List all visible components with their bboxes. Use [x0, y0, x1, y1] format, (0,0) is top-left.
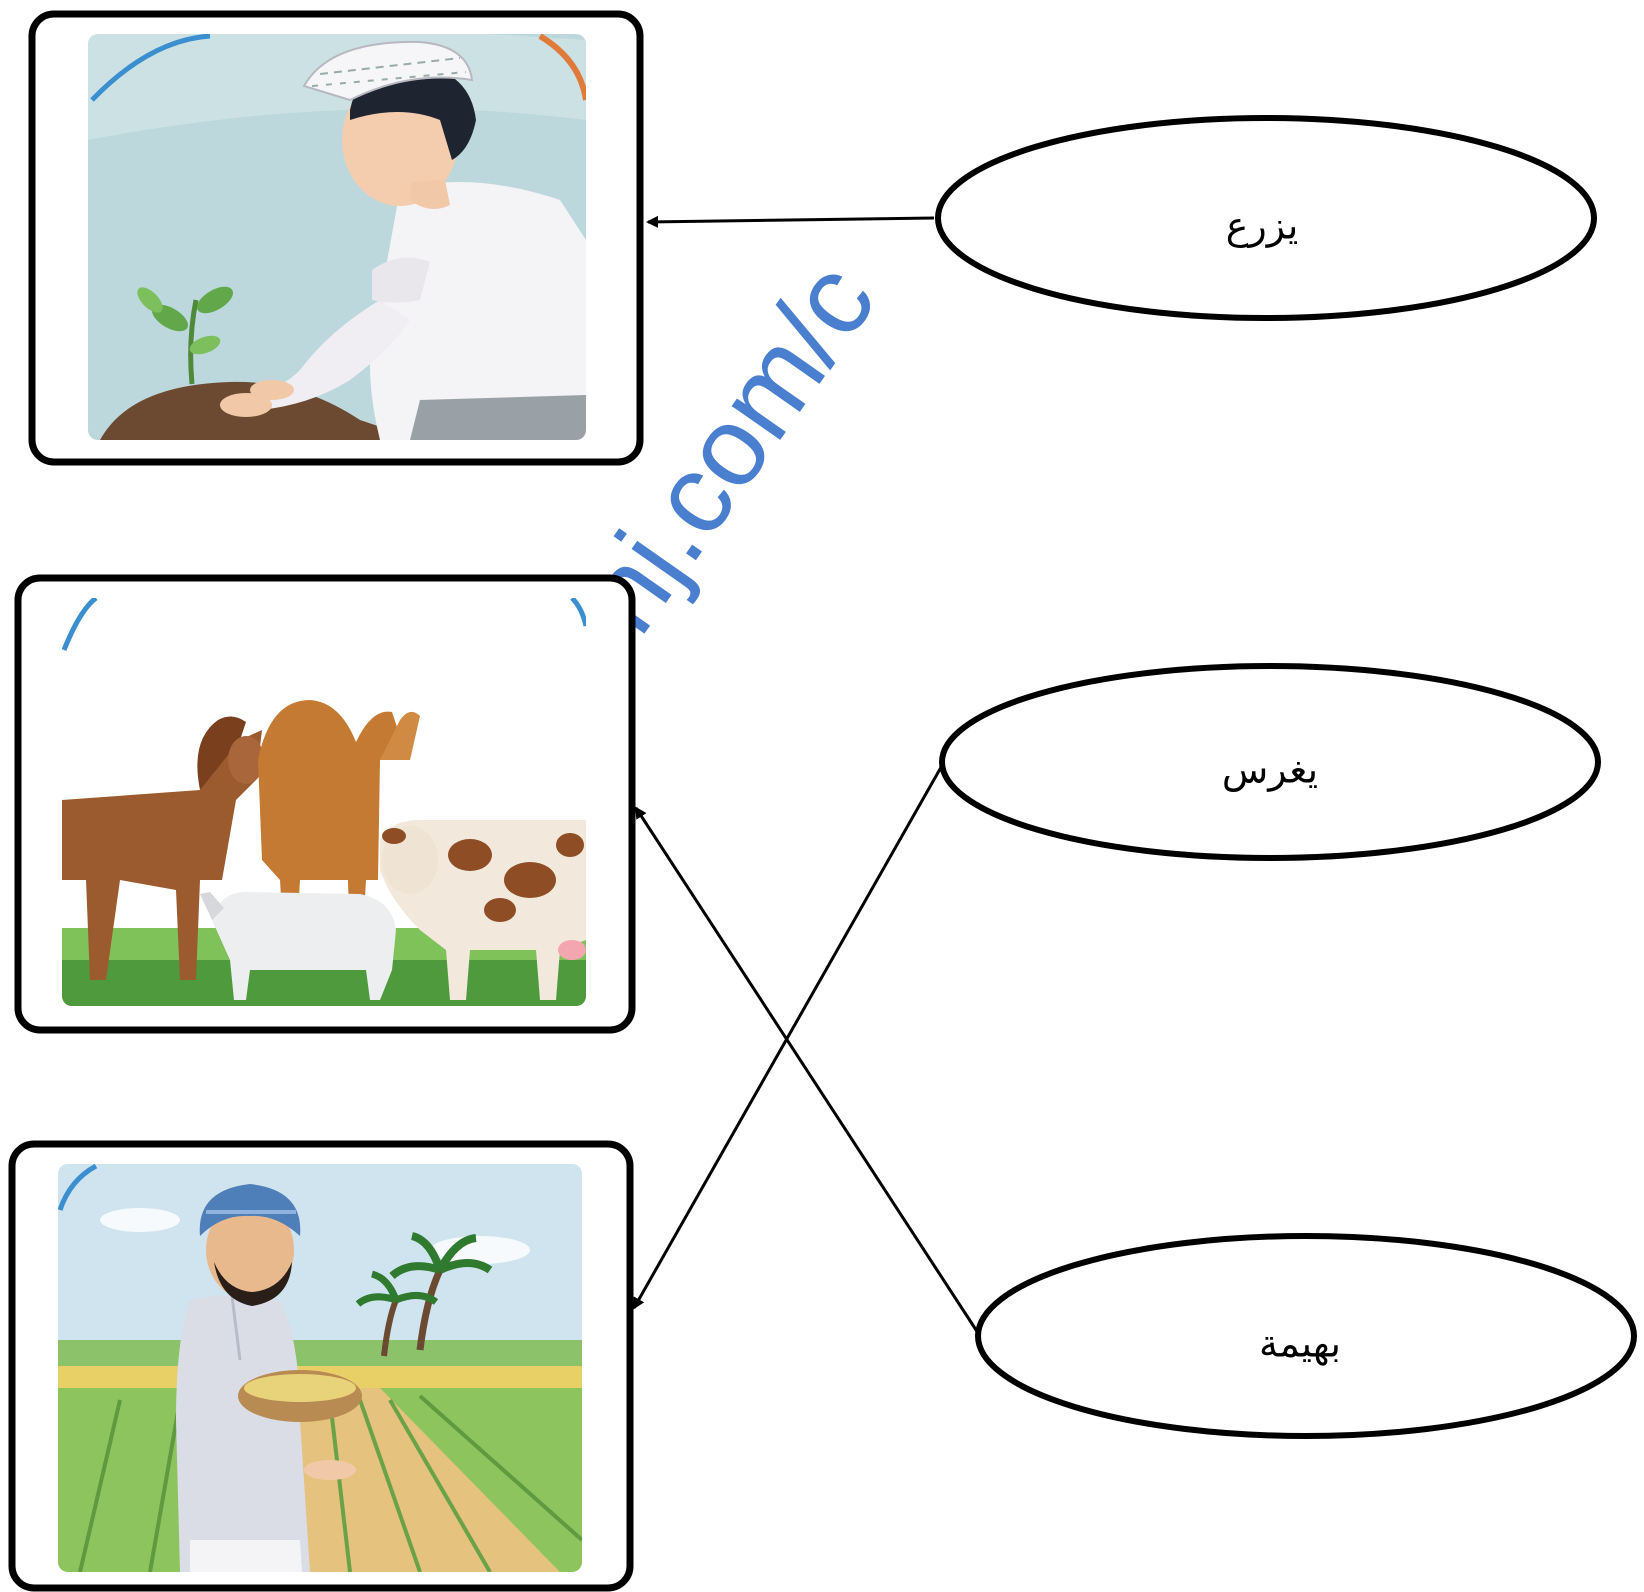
farm-animals-icon [62, 598, 586, 1006]
word-oval-shape [939, 663, 1601, 861]
word-oval-3[interactable]: بهيمة [975, 1233, 1637, 1439]
word-oval-1[interactable]: يزرع [935, 115, 1597, 321]
farmer-sowing-seeds-icon [58, 1164, 582, 1572]
boy-planting-seedling-icon [88, 34, 586, 440]
picture-card-1 [28, 10, 644, 466]
word-oval-2[interactable]: يغرس [939, 663, 1601, 861]
word-oval-shape [975, 1233, 1637, 1439]
word-label: يزرع [1226, 204, 1299, 249]
word-label: يغرس [1222, 748, 1318, 793]
connector-arrow-word3-picture2 [634, 806, 982, 1337]
picture-card-3 [8, 1140, 634, 1592]
word-oval-shape [935, 115, 1597, 321]
connector-arrow-word2-picture3 [632, 761, 946, 1310]
picture-card-2 [14, 574, 636, 1034]
connector-arrow-word1-picture1 [646, 215, 935, 228]
word-label: بهيمة [1259, 1322, 1341, 1367]
